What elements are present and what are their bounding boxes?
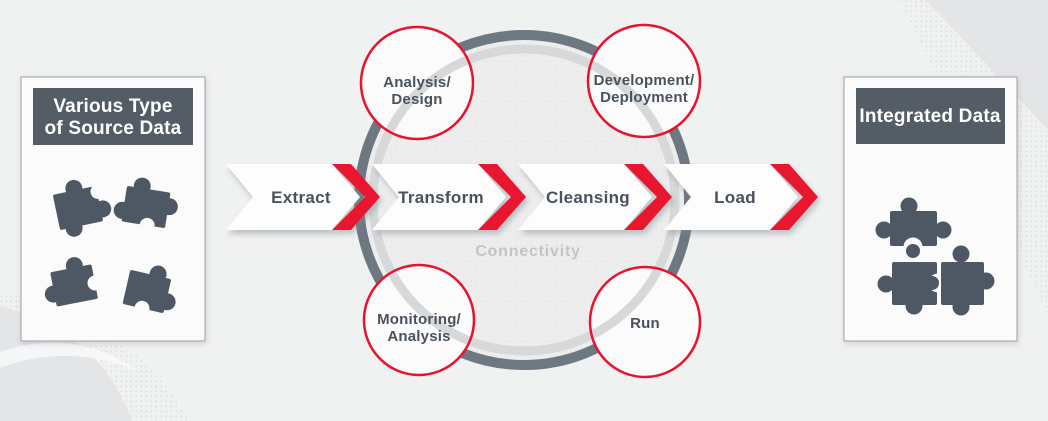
phase-circle-monitoring-analysis (362, 263, 476, 377)
step-segment-cleansing (518, 164, 672, 230)
scattered-puzzle-pieces-icon (44, 177, 178, 316)
hub-label: Connectivity (475, 243, 581, 260)
svg-text:Design: Design (391, 91, 442, 108)
svg-text:Analysis: Analysis (387, 328, 450, 345)
source-card-title-line1: Various Type (53, 96, 172, 117)
integrated-card-title: Integrated Data (859, 106, 1001, 127)
source-card-header (33, 88, 193, 145)
assembled-puzzle-pieces-icon (875, 197, 995, 316)
chevron-arrow-icon (478, 164, 526, 230)
phase-label-run: Run (630, 315, 660, 332)
svg-text:Monitoring/: Monitoring/ (377, 311, 461, 328)
source-card-title-line2: of Source Data (45, 118, 182, 139)
phase-circle-run (588, 265, 702, 379)
integrated-card-header (856, 88, 1005, 144)
svg-text:Analysis/: Analysis/ (383, 74, 451, 91)
phase-circle-analysis-design (359, 25, 475, 141)
chevron-arrow-icon (332, 164, 380, 230)
step-label-extract: Extract (271, 188, 331, 207)
step-label-cleansing: Cleansing (546, 188, 630, 207)
phase-circle-borders (359, 23, 702, 379)
source-data-card: Various Type of Source Data (20, 76, 206, 342)
step-segment-extract (226, 164, 380, 230)
svg-text:Deployment: Deployment (600, 89, 688, 106)
phase-circle-development-deployment (586, 23, 702, 139)
step-label-load: Load (714, 188, 756, 207)
phase-label-analysis-design: Analysis/ Design (383, 74, 451, 108)
chevron-arrow-icon (770, 164, 818, 230)
phase-label-development-deployment: Development/ Deployment (594, 72, 695, 106)
step-segment-transform (372, 164, 526, 230)
integrated-data-card: Integrated Data (843, 76, 1018, 342)
svg-text:Development/: Development/ (594, 72, 695, 89)
pipeline-banner (226, 164, 818, 230)
phase-circle-fills (361, 25, 700, 377)
step-label-transform: Transform (398, 188, 484, 207)
chevron-arrow-icon (624, 164, 672, 230)
phase-label-monitoring-analysis: Monitoring/ Analysis (377, 311, 461, 345)
step-segment-load (664, 164, 818, 230)
svg-text:Run: Run (630, 315, 660, 332)
